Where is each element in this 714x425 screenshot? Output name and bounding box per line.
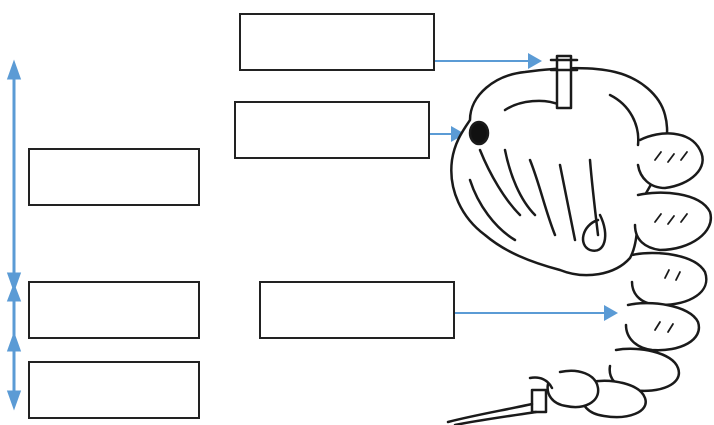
abdomen-segment-4 bbox=[626, 303, 699, 350]
label-box-breathing-tube[interactable] bbox=[239, 13, 435, 71]
abdomen-segment-3 bbox=[632, 253, 706, 305]
label-box-eye[interactable] bbox=[234, 101, 430, 159]
label-box-region-middle[interactable] bbox=[28, 281, 200, 339]
label-box-region-upper[interactable] bbox=[28, 148, 200, 206]
breathing-tube bbox=[557, 56, 571, 108]
bracket-arrowhead-lower-top bbox=[9, 336, 19, 350]
bracket-arrowhead-bottom bbox=[9, 392, 19, 406]
tail-paddle bbox=[448, 404, 536, 425]
bracket-arrowhead-middle-top bbox=[9, 287, 19, 300]
abdomen-segment-2 bbox=[635, 193, 711, 250]
abdomen-segment-7 bbox=[548, 371, 599, 407]
eye-spot bbox=[470, 122, 488, 144]
pupa-drawing bbox=[448, 56, 711, 425]
label-box-abdomen[interactable] bbox=[259, 281, 455, 339]
label-box-region-lower[interactable] bbox=[28, 361, 200, 419]
abdomen-segment-1 bbox=[638, 133, 703, 188]
left-bracket-arrows bbox=[9, 64, 19, 406]
tail-joint bbox=[532, 390, 546, 412]
bracket-arrowhead-top bbox=[9, 64, 19, 78]
